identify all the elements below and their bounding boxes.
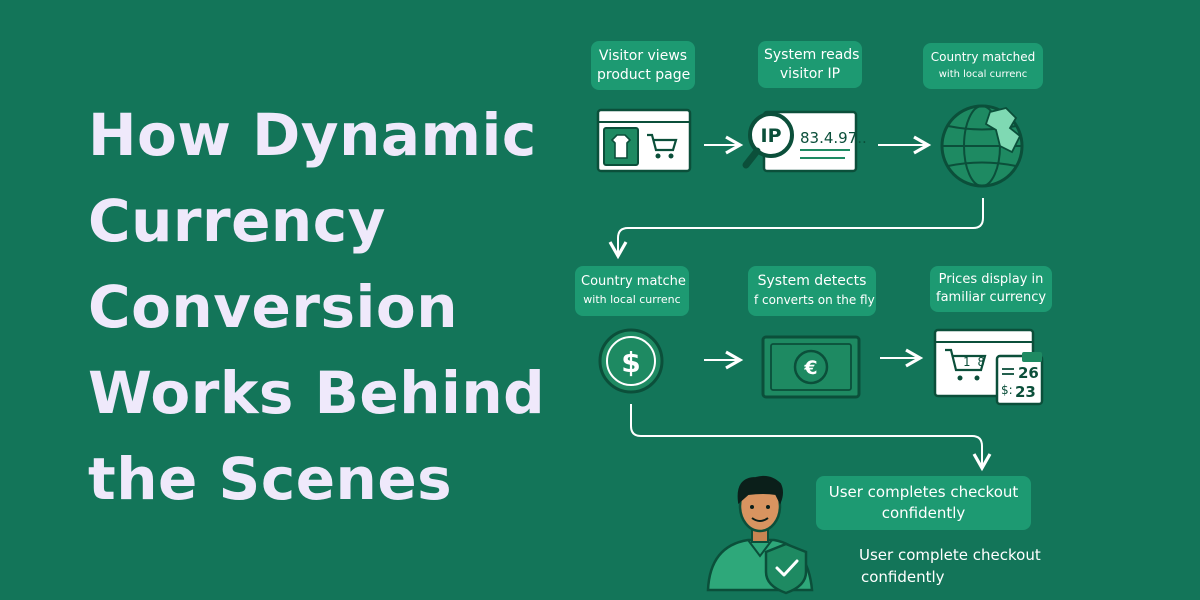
step-label-line: f converts on the fly <box>754 293 875 307</box>
title-line: Conversion <box>88 273 458 341</box>
step-label-line: with local currenc <box>583 293 681 306</box>
price-display-icon: 1 8 26 $: 23 <box>933 328 1044 406</box>
step-label-prices-display: Prices display in familiar currency <box>930 266 1052 312</box>
checkout-box-line: User completes checkout <box>828 483 1019 501</box>
page-title: How Dynamic Currency Conversion Works Be… <box>88 92 545 522</box>
price-value-top: 26 <box>1018 364 1039 382</box>
ip-magnifier-icon: IP 83.4.97.. <box>742 110 867 173</box>
browser-product-icon <box>596 108 692 173</box>
svg-text:€: € <box>803 357 817 379</box>
ip-address-text: 83.4.97.. <box>800 129 867 147</box>
connector-row2-to-checkout <box>630 404 992 472</box>
checkout-label-box: User completes checkout confidently <box>816 476 1031 530</box>
price-value-bottom: 23 <box>1015 383 1036 401</box>
step-label-line: Country matche <box>581 274 686 289</box>
price-symbol: $: <box>1001 383 1013 397</box>
step-label-line: product page <box>597 66 691 83</box>
step-label-system-reads-ip: System reads visitor IP <box>758 41 862 88</box>
step-label-country-matched: Country matched with local currenc <box>923 43 1043 89</box>
step-label-line: Country matched <box>930 50 1036 64</box>
checkout-caption-line: confidently <box>861 568 945 586</box>
step-label-line: Prices display in <box>938 272 1044 287</box>
title-line: the Scenes <box>88 445 453 513</box>
step-label-system-detects: System detects f converts on the fly <box>748 266 876 316</box>
checkout-caption-line: User complete checkout <box>859 546 1041 564</box>
step-label-line: with local currenc <box>938 69 1028 80</box>
euro-banknote-icon: € <box>761 335 861 399</box>
step-label-line: familiar currency <box>936 290 1047 305</box>
step-label-line: System detects <box>757 273 867 289</box>
title-line: How Dynamic <box>88 101 537 169</box>
svg-text:$: $ <box>621 346 640 379</box>
step-label-line: Visitor views <box>598 47 688 64</box>
connector-row1-to-row2 <box>608 198 984 260</box>
step-label-country-matche: Country matche with local currenc <box>575 266 689 316</box>
ip-badge-text: IP <box>761 125 782 147</box>
globe-icon <box>940 104 1024 188</box>
title-line: Currency <box>88 187 386 255</box>
price-cart-digits: 1 8 <box>963 355 985 369</box>
title-line: Works Behind <box>88 359 546 427</box>
checkout-caption: User complete checkout confidently <box>859 544 1041 588</box>
step-label-line: visitor IP <box>779 65 841 82</box>
step-label-visitor-views: Visitor views product page <box>591 41 695 90</box>
checkout-box-line: confidently <box>881 504 966 522</box>
shield-check-icon <box>764 542 808 595</box>
dollar-coin-icon: $ <box>598 328 664 394</box>
step-label-line: System reads <box>764 46 860 63</box>
